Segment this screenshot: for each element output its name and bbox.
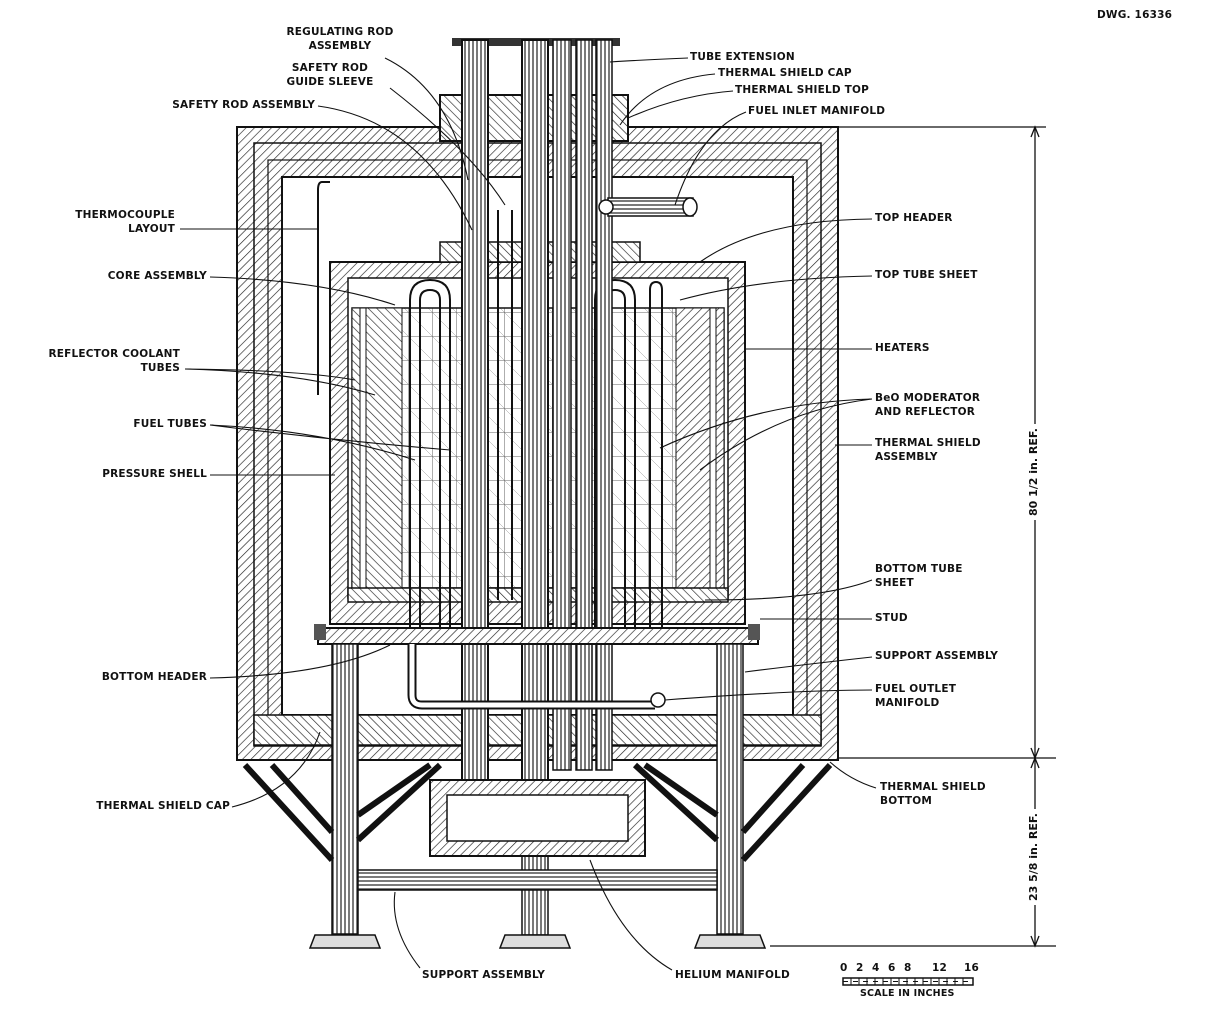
bottom-header	[317, 627, 759, 645]
scale-caption: SCALE IN INCHES	[860, 988, 955, 999]
label-line: BOTTOM TUBE	[875, 563, 963, 575]
stud-right	[748, 624, 760, 640]
drawing-number: DWG. 16336	[1097, 9, 1173, 21]
fuel-inlet-manifold	[598, 197, 698, 217]
leader-lines	[180, 57, 877, 971]
dimension-lower: 23 5/8 in. REF.	[1027, 809, 1040, 905]
label-support-assembly-lower: SUPPORT ASSEMBLY	[422, 969, 546, 981]
label-line: BOTTOM	[880, 794, 933, 807]
label-line: THERMAL SHIELD	[875, 437, 981, 449]
label-line: TUBES	[140, 361, 180, 374]
label-line: FUEL OUTLET	[875, 683, 957, 695]
scale-bar	[842, 977, 974, 986]
dimension-upper: 80 1/2 in. REF.	[1027, 424, 1040, 520]
scale-tick: 16	[964, 962, 980, 974]
label-thermal-shield-cap-lower: THERMAL SHIELD CAP	[96, 800, 230, 812]
label-thermal-shield-top: THERMAL SHIELD TOP	[735, 84, 870, 96]
scale-tick: 8	[904, 962, 912, 974]
label-line: THERMAL SHIELD	[880, 781, 986, 793]
label-core-assembly: CORE ASSEMBLY	[107, 270, 207, 282]
stud-left	[314, 624, 326, 640]
support-assembly	[242, 643, 833, 949]
label-fuel-tubes: FUEL TUBES	[133, 418, 207, 430]
label-support-assembly: SUPPORT ASSEMBLY	[875, 650, 999, 662]
label-bottom-header: BOTTOM HEADER	[101, 671, 207, 683]
control-rods	[461, 39, 613, 786]
label-safety-rod-assembly: SAFETY ROD ASSEMBLY	[172, 99, 315, 111]
label-stud: STUD	[875, 612, 908, 624]
label-line: ASSEMBLY	[308, 39, 372, 52]
thermocouple-line	[317, 181, 330, 395]
scale-tick: 6	[888, 962, 896, 974]
scale-tick: 12	[932, 962, 948, 974]
label-top-tube-sheet: TOP TUBE SHEET	[875, 269, 978, 281]
label-line: REFLECTOR COOLANT	[48, 348, 180, 360]
label-fuel-inlet-manifold: FUEL INLET MANIFOLD	[748, 105, 886, 117]
label-line: MANIFOLD	[875, 696, 940, 709]
label-pressure-shell: PRESSURE SHELL	[102, 468, 207, 480]
label-heaters: HEATERS	[875, 342, 930, 354]
label-line: ASSEMBLY	[875, 450, 938, 463]
label-line: THERMOCOUPLE	[75, 209, 175, 221]
scale-tick: 4	[872, 962, 880, 974]
scale-tick: 0	[840, 962, 848, 974]
label-line: AND REFLECTOR	[875, 405, 976, 418]
label-thermal-shield-cap: THERMAL SHIELD CAP	[718, 67, 852, 79]
label-line: REGULATING ROD	[286, 26, 394, 38]
label-helium-manifold: HELIUM MANIFOLD	[675, 969, 790, 981]
label-line: GUIDE SLEEVE	[286, 75, 374, 88]
label-line: SAFETY ROD	[291, 62, 369, 74]
helium-manifold	[429, 779, 646, 857]
label-line: BeO MODERATOR	[875, 392, 981, 404]
scale-tick: 2	[856, 962, 864, 974]
label-line: LAYOUT	[128, 222, 175, 235]
label-line: SHEET	[875, 576, 914, 589]
label-top-header: TOP HEADER	[875, 212, 953, 224]
label-tube-extension: TUBE EXTENSION	[690, 51, 795, 63]
